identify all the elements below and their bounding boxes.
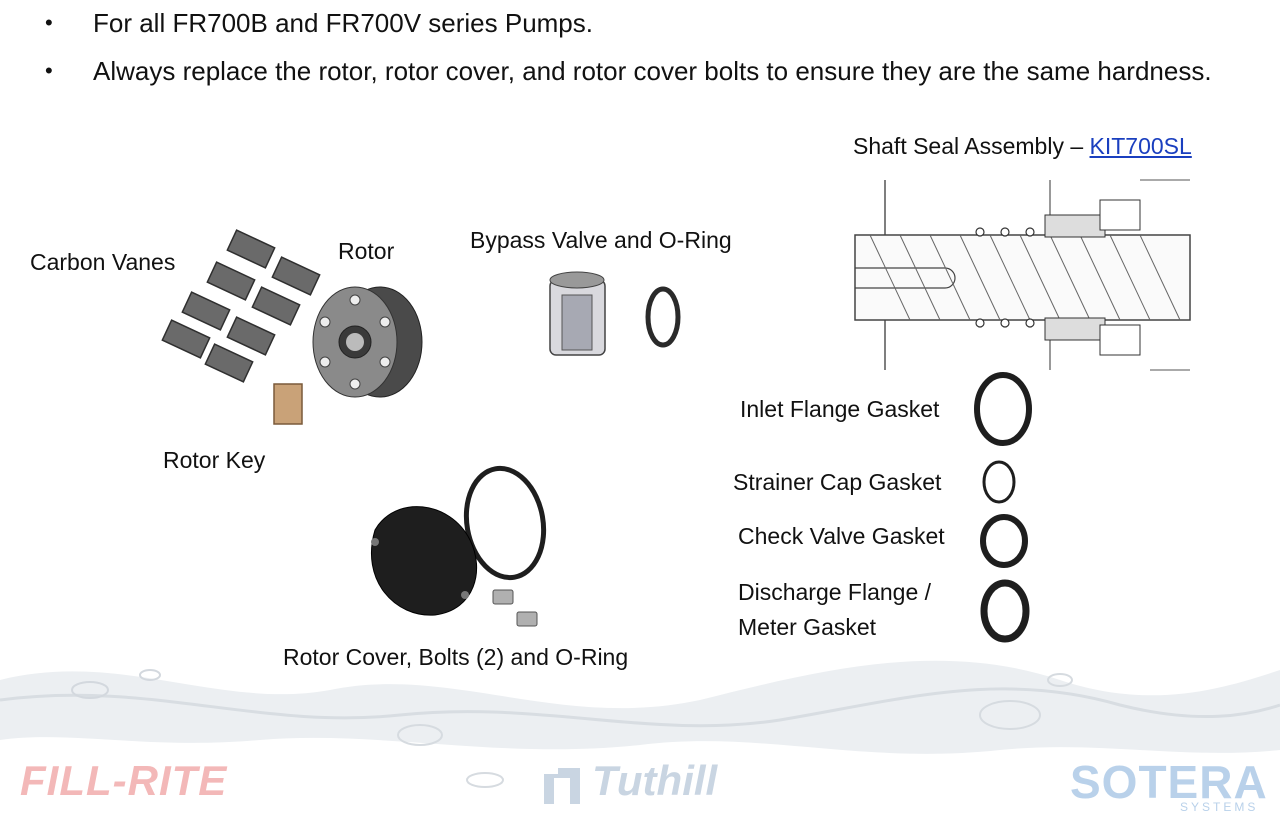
kit700sl-link[interactable]: KIT700SL [1089, 133, 1192, 159]
strainer-cap-gasket-image [982, 460, 1016, 504]
tuthill-logo: Tuthill [592, 757, 718, 804]
bypass-valve-label: Bypass Valve and O-Ring [470, 227, 732, 253]
discharge-flange-gasket-image [980, 579, 1030, 643]
fill-rite-logo: FILL-RITE [20, 757, 228, 804]
rotor-cover-label: Rotor Cover, Bolts (2) and O-Ring [283, 644, 629, 670]
check-valve-label: Check Valve Gasket [738, 523, 945, 549]
shaft-seal-drawing [854, 179, 1191, 371]
bullet-2-text: Always replace the rotor, rotor cover, a… [93, 56, 1212, 86]
carbon-vanes-label: Carbon Vanes [30, 249, 176, 275]
sotera-logo: SOTERA [1070, 756, 1268, 808]
tuthill-logo-icon [544, 768, 580, 804]
water-splash-background [0, 660, 1280, 788]
bullet-1: • For all FR700B and FR700V series Pumps… [45, 4, 593, 42]
shaft-seal-prefix: Shaft Seal Assembly – [853, 133, 1090, 159]
bullet-1-text: For all FR700B and FR700V series Pumps. [93, 8, 593, 38]
discharge-flange-label-line1: Discharge Flange / [738, 579, 932, 605]
bullet-2: • Always replace the rotor, rotor cover,… [45, 52, 1213, 90]
sotera-systems-text: SYSTEMS [1180, 800, 1259, 814]
check-valve-gasket-image [980, 514, 1028, 568]
bullet-dot: • [45, 10, 53, 35]
inlet-flange-gasket-image [974, 372, 1032, 446]
bullet-dot: • [45, 58, 53, 83]
inlet-flange-label: Inlet Flange Gasket [740, 396, 940, 422]
rotor-label: Rotor [338, 238, 395, 264]
rotor-key-image [273, 383, 303, 425]
bypass-valve-image [549, 271, 681, 356]
rotor-key-label: Rotor Key [163, 447, 266, 473]
shaft-seal-heading: Shaft Seal Assembly – KIT700SL [853, 133, 1192, 160]
carbon-vanes-image [161, 229, 321, 383]
strainer-cap-label: Strainer Cap Gasket [733, 469, 942, 495]
discharge-flange-label-line2: Meter Gasket [738, 614, 877, 640]
rotor-cover-image [370, 465, 547, 627]
rotor-image [312, 286, 423, 398]
